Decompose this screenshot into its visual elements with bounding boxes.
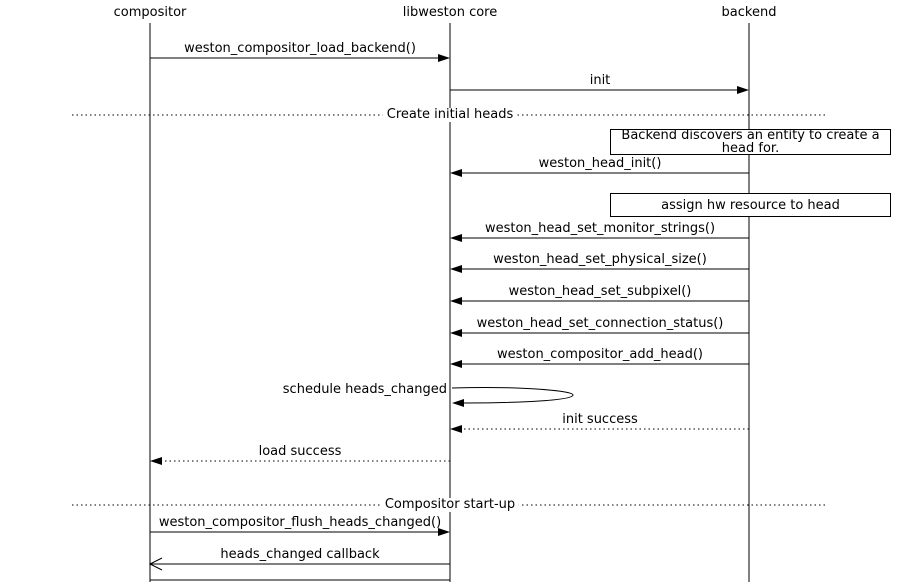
divider-label-create-initial-heads: Create initial heads: [382, 108, 518, 122]
message-label-init: init: [589, 73, 611, 88]
arrow-set-subpixel: [450, 297, 749, 305]
message-label-schedule-heads-changed: schedule heads_changed: [282, 382, 447, 397]
divider-label-compositor-startup: Compositor start-up: [380, 498, 520, 512]
message-label-load-backend: weston_compositor_load_backend(): [184, 41, 416, 56]
message-label-load-success: load success: [258, 444, 342, 459]
message-label-set-monitor-strings: weston_head_set_monitor_strings(): [484, 221, 716, 236]
arrow-set-physical-size: [450, 265, 749, 273]
note-backend-discovers: Backend discovers an entity to create a …: [610, 129, 891, 155]
message-label-add-head: weston_compositor_add_head(): [496, 347, 704, 362]
message-label-init-success: init success: [562, 412, 638, 427]
arrow-init-success: [450, 425, 749, 433]
message-label-head-init: weston_head_init(): [538, 156, 662, 171]
message-label-set-subpixel: weston_head_set_subpixel(): [508, 284, 692, 299]
arrow-init: [450, 86, 749, 94]
arrow-load-success: [150, 457, 450, 465]
participant-label-backend: backend: [721, 5, 777, 20]
message-label-flush-heads-changed: weston_compositor_flush_heads_changed(): [158, 515, 442, 530]
arrow-add-head: [450, 360, 749, 368]
participant-label-compositor: compositor: [113, 5, 187, 20]
arrow-head-init: [450, 169, 749, 177]
note-assign-hw-resource: assign hw resource to head: [610, 193, 891, 217]
message-label-heads-changed-callback: heads_changed callback: [220, 547, 380, 562]
arrow-flush-heads-changed: [150, 528, 450, 536]
arrow-schedule-heads-changed-loop: [451, 387, 574, 407]
message-label-set-connection-status: weston_head_set_connection_status(): [476, 316, 724, 331]
arrow-set-monitor-strings: [450, 234, 749, 242]
message-label-set-physical-size: weston_head_set_physical_size(): [493, 252, 707, 267]
arrow-load-backend: [150, 54, 450, 62]
arrow-heads-changed-callback: [148, 557, 450, 571]
arrow-set-connection-status: [450, 329, 749, 337]
participant-label-libweston-core: libweston core: [402, 5, 498, 20]
